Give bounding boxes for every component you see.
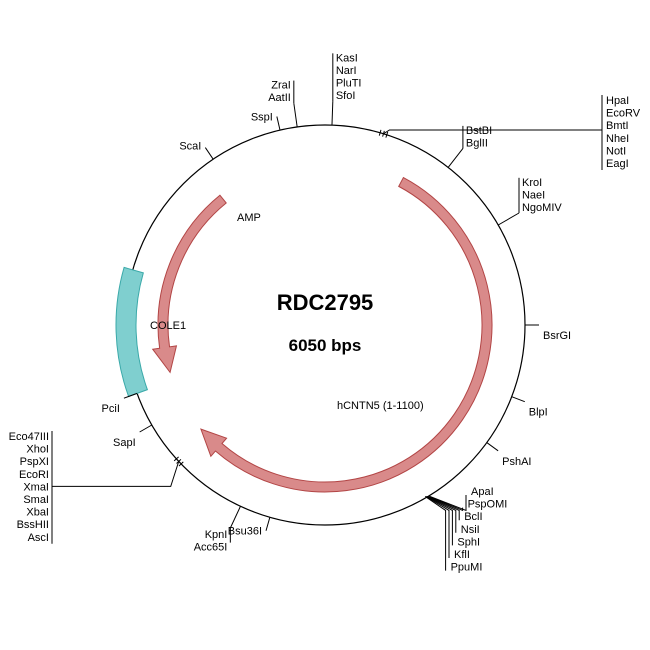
site-zrai — [293, 80, 298, 128]
feature-cole1 — [115, 266, 149, 398]
site-label-xmai: XmaI — [23, 481, 49, 493]
feature-label-hcntn5: hCNTN5 (1-1100) — [337, 400, 424, 412]
site-label-sfoi: SfoI — [336, 90, 356, 102]
site-blpi-leader — [511, 396, 525, 403]
site-label-blpi: BlpI — [529, 407, 548, 419]
site-eco47iii-leader — [52, 461, 180, 487]
site-pcii — [123, 392, 138, 399]
site-label-bcli: BclI — [464, 511, 482, 523]
site-hpai-tick — [378, 129, 382, 136]
site-label-hpai: HpaI — [606, 95, 629, 107]
site-apai-leader-1 — [429, 495, 464, 512]
plasmid-size: 6050 bps — [289, 336, 362, 355]
site-label-xbai: XbaI — [26, 507, 49, 519]
site-label-eagi: EagI — [606, 158, 629, 170]
site-eco47iii — [51, 431, 184, 544]
site-label-kfli: KflI — [454, 549, 470, 561]
site-label-kroi: KroI — [522, 177, 542, 189]
site-apai-leader-5 — [425, 496, 450, 558]
site-hpai-tick — [385, 131, 389, 138]
site-kroi — [497, 177, 520, 226]
site-label-naei: NaeI — [522, 189, 545, 201]
site-apai-leader-4 — [426, 495, 453, 546]
site-label-nari: NarI — [336, 65, 357, 77]
site-label-bglii: BglII — [466, 137, 488, 149]
feature-label-cole1: COLE1 — [150, 320, 186, 332]
site-label-scai: ScaI — [179, 141, 201, 153]
site-label-xhoi: XhoI — [26, 444, 49, 456]
site-apai — [424, 495, 467, 571]
site-label-bsshii: BssHII — [17, 519, 49, 531]
site-bsu36i-leader — [265, 517, 271, 531]
site-label-bsrgi: BsrGI — [543, 330, 571, 342]
site-apai-leader-2 — [428, 495, 460, 521]
site-label-acc65i: Acc65I — [194, 542, 228, 554]
site-eco47iii-tick — [176, 458, 182, 464]
site-label-kpni: KpnI — [205, 529, 228, 541]
site-label-asci: AscI — [28, 532, 49, 544]
site-eco47iii-tick — [178, 461, 184, 467]
site-hpai — [378, 95, 603, 170]
site-hpai-leader — [383, 129, 602, 135]
site-apai-leader-3 — [427, 495, 457, 533]
site-bsu36i — [265, 517, 271, 531]
site-apai-leader-0 — [429, 495, 467, 512]
site-label-pluti: PluTI — [336, 78, 362, 90]
site-sspi — [276, 116, 281, 131]
site-pshai — [486, 442, 499, 452]
site-label-noti: NotI — [606, 145, 626, 157]
site-apai-leader-6 — [424, 496, 447, 571]
site-label-nhei: NheI — [606, 133, 629, 145]
site-zrai-leader — [293, 103, 298, 128]
site-pshai-leader — [486, 442, 499, 452]
site-kasi-leader — [331, 101, 334, 126]
features-layer — [115, 176, 493, 493]
site-sspi-leader — [276, 116, 281, 131]
site-label-bsu36i: Bsu36I — [228, 526, 262, 538]
site-label-eco47iii: Eco47III — [9, 431, 49, 443]
site-label-pshai: PshAI — [502, 456, 531, 468]
site-label-aatii: AatII — [268, 92, 291, 104]
plasmid-name: RDC2795 — [277, 290, 374, 315]
site-label-pcii: PciI — [102, 403, 120, 415]
site-sapi — [139, 424, 153, 433]
site-eco47iii-tick — [173, 456, 179, 462]
site-label-sapi: SapI — [113, 437, 136, 449]
feature-hcntn5 — [200, 176, 493, 493]
feature-label-amp: AMP — [237, 212, 261, 224]
site-kpni-leader — [229, 506, 241, 529]
site-label-kasi: KasI — [336, 52, 358, 64]
site-label-pspomi: PspOMI — [468, 499, 508, 511]
site-label-nsii: NsiI — [461, 524, 480, 536]
site-label-ppumi: PpuMI — [451, 562, 483, 574]
feature-amp — [151, 194, 227, 374]
site-label-bmti: BmtI — [606, 120, 629, 132]
site-label-sphi: SphI — [457, 536, 480, 548]
site-label-ecori: EcoRI — [19, 469, 49, 481]
site-hpai-tick — [382, 130, 385, 137]
site-blpi — [511, 396, 525, 403]
site-kasi — [331, 53, 334, 126]
site-bstbi-leader — [447, 148, 464, 168]
site-label-smai: SmaI — [23, 494, 49, 506]
site-label-pspxi: PspXI — [20, 456, 49, 468]
site-scai — [204, 147, 214, 160]
site-label-zrai: ZraI — [271, 80, 291, 92]
site-pcii-leader — [123, 392, 138, 399]
site-label-ecorv: EcoRV — [606, 108, 641, 120]
site-kpni — [229, 506, 241, 543]
site-kroi-leader — [497, 212, 520, 226]
site-label-bstbi: BstBI — [466, 125, 492, 137]
site-bstbi — [447, 125, 464, 168]
site-label-ngomiv: NgoMIV — [522, 202, 562, 214]
site-scai-leader — [204, 147, 214, 160]
site-label-sspi: SspI — [251, 111, 273, 123]
site-sapi-leader — [139, 424, 153, 433]
site-label-apai: ApaI — [471, 486, 494, 498]
